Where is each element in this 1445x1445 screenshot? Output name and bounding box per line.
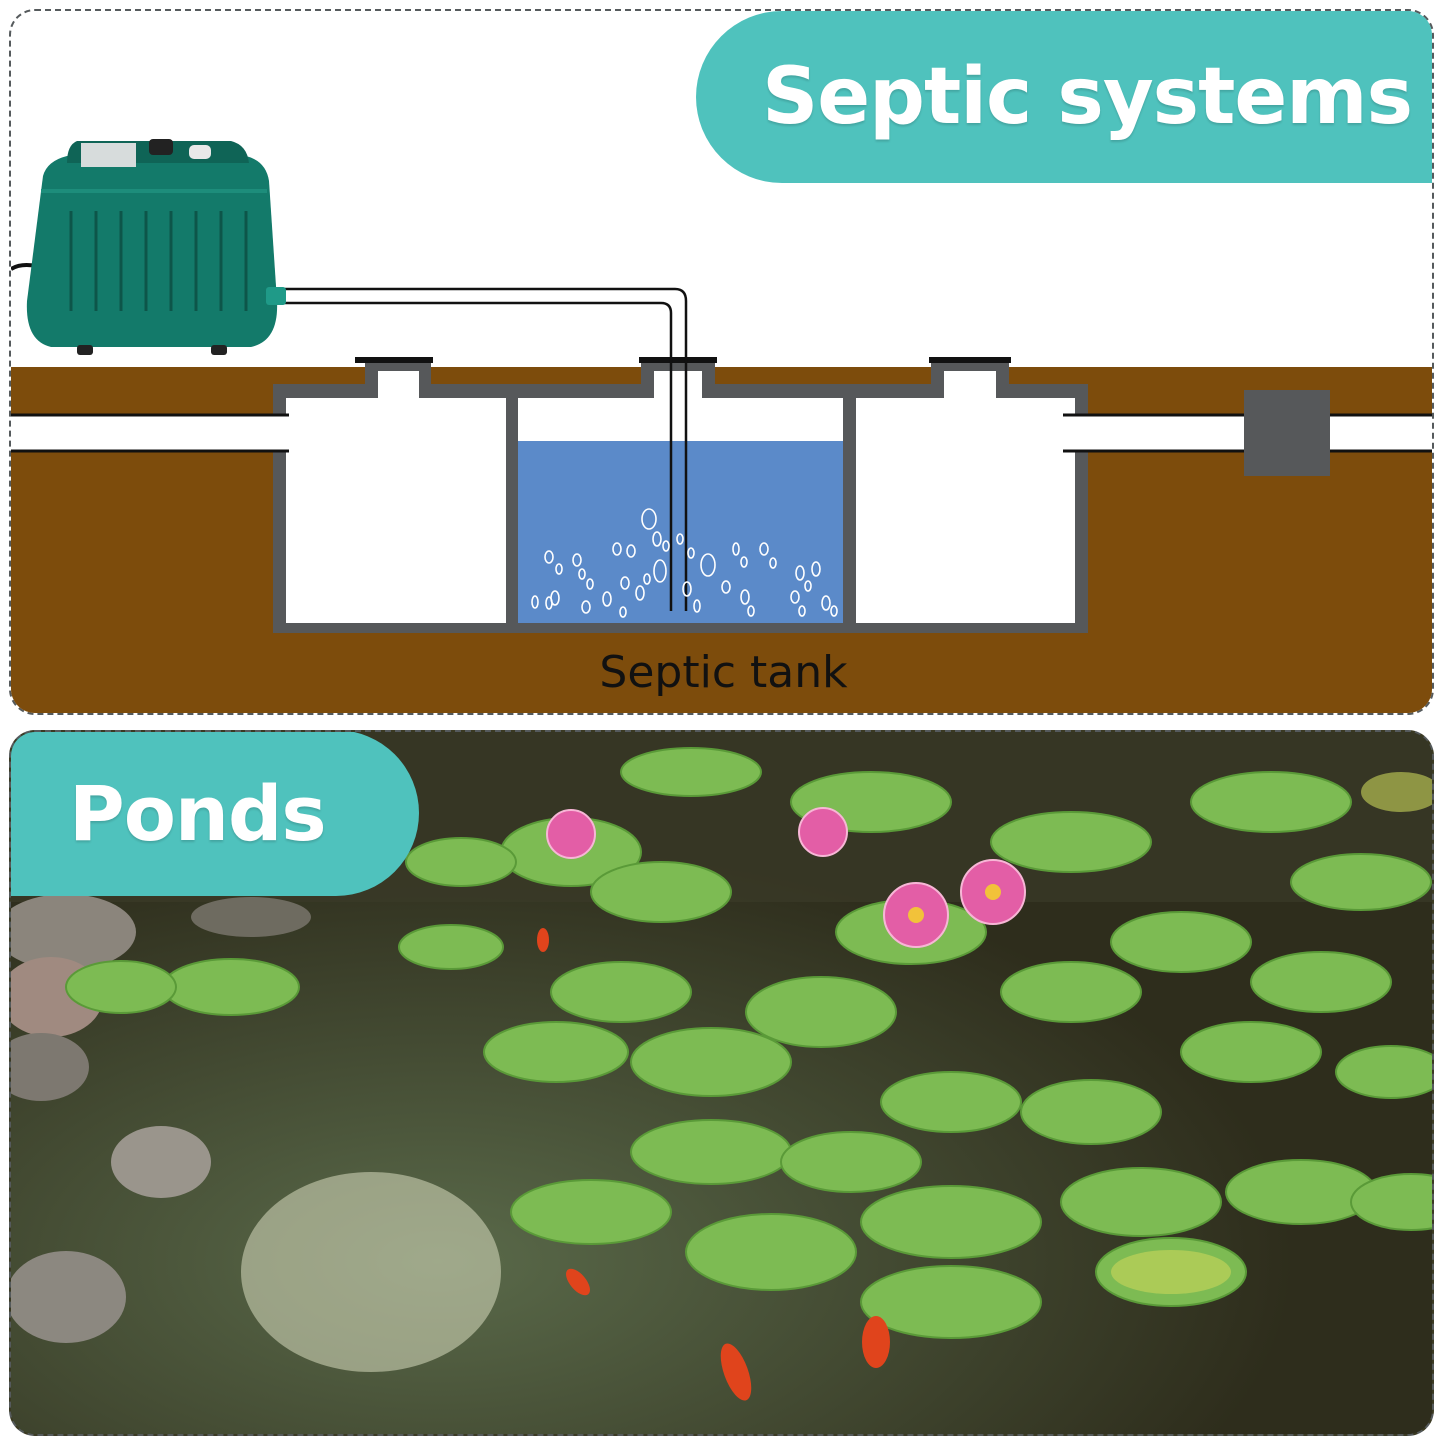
septic-systems-panel: Septic systems Septic tank <box>9 9 1434 715</box>
air-line <box>283 287 688 611</box>
septic-tank-label: Septic tank <box>599 647 848 698</box>
septic-diagram <box>11 139 1432 713</box>
septic-title: Septic systems <box>762 52 1413 142</box>
ponds-title-banner: Ponds <box>11 732 419 896</box>
air-pump-icon <box>11 139 286 355</box>
distribution-box <box>1244 390 1330 476</box>
inlet-pipe <box>11 415 289 451</box>
bubble-icon <box>531 508 838 618</box>
koi-fish-icon <box>537 928 890 1401</box>
manhole-lids <box>355 357 1011 363</box>
bubble-icon <box>241 1172 501 1372</box>
ponds-title: Ponds <box>69 768 327 858</box>
tank-water <box>518 441 843 623</box>
septic-title-banner: Septic systems <box>696 11 1432 183</box>
ponds-panel: Ponds <box>9 730 1434 1436</box>
